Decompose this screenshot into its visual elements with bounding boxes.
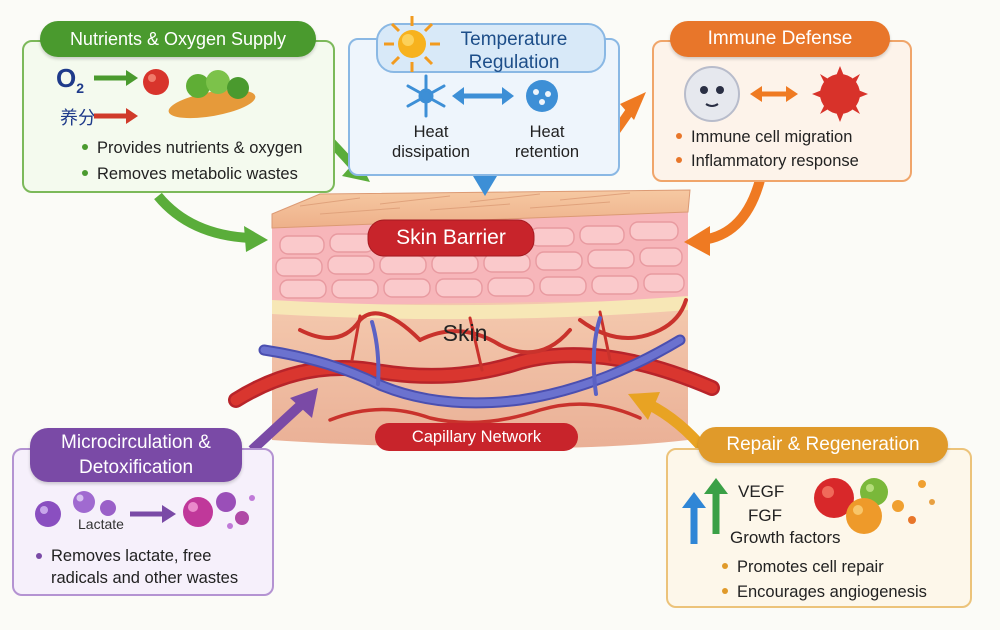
capillary-network-label: Capillary Network <box>411 428 542 446</box>
bullet-dot-icon <box>676 156 682 163</box>
molecule-icon <box>35 501 61 527</box>
o2-label: O2 <box>56 63 85 97</box>
growth-arrows-icon <box>682 478 728 544</box>
repair-title: Repair & Regeneration <box>698 427 948 463</box>
bullet-dot-icon <box>36 553 42 559</box>
micro-title-line1: Microcirculation & <box>61 432 211 453</box>
micro-title-pill: Microcirculation & Detoxification <box>30 428 242 482</box>
snowflake-icon <box>406 74 446 118</box>
red-blood-cell-icon <box>143 69 169 95</box>
epidermis-cells <box>275 221 685 299</box>
arrow-micro-to-skin <box>248 398 308 454</box>
nutrients-bullet-2: Removes metabolic wastes <box>82 165 298 184</box>
vegf-label: VEGF <box>738 482 785 501</box>
bullet-dot-icon <box>676 132 682 139</box>
lactate-label: Lactate <box>78 516 124 532</box>
immune-bullet-2: Inflammatory response <box>676 152 859 171</box>
arrow-immune-to-skin <box>701 178 765 245</box>
growth-factors-label: Growth factors <box>730 528 841 547</box>
temperature-title-line1: Temperature <box>460 29 568 50</box>
nutrient-chinese-label: 养分 <box>60 108 96 128</box>
pathogen-icon <box>812 66 868 122</box>
nutrients-bullet-1: Provides nutrients & oxygen <box>82 139 302 158</box>
stratum-corneum <box>271 189 691 229</box>
sun-icon <box>384 16 440 72</box>
immune-icons <box>684 66 868 122</box>
molecule-icon <box>183 497 213 527</box>
immune-title: Immune Defense <box>670 21 890 57</box>
micro-title-line2: Detoxification <box>78 457 194 478</box>
micro-bullet: Removes lactate, free radicals and other… <box>36 545 238 589</box>
heat-retention-icon <box>526 80 558 112</box>
bullet-dot-icon <box>722 587 728 594</box>
immune-bullet-1: Immune cell migration <box>676 128 852 147</box>
arrow-nutrients-to-skin <box>154 192 251 243</box>
nutrients-title: Nutrients & Oxygen Supply <box>40 21 316 57</box>
skin-barrier-pill <box>367 219 535 257</box>
veins <box>258 316 686 409</box>
temperature-icons <box>406 74 558 118</box>
repair-bullet-1: Promotes cell repair <box>722 558 884 577</box>
temperature-title-line2: Regulation <box>468 52 560 73</box>
repair-bullet-2: Encourages angiogenesis <box>722 583 927 602</box>
arteries <box>228 298 720 425</box>
bullet-dot-icon <box>82 143 88 150</box>
fgf-label: FGF <box>748 506 782 525</box>
vegetable-icon <box>186 74 210 98</box>
nutrients-illustration <box>94 69 256 124</box>
skin-label: Skin <box>442 320 488 346</box>
arrow-temperature-down <box>473 176 497 196</box>
bullet-dot-icon <box>722 562 728 569</box>
growth-factor-cells-icon <box>814 478 935 534</box>
lactate-illustration <box>35 491 255 529</box>
capillary-pill <box>375 423 578 451</box>
skin-barrier-label: Skin Barrier <box>396 226 506 249</box>
white-blood-cell-icon <box>684 66 740 122</box>
bullet-dot-icon <box>82 169 88 176</box>
